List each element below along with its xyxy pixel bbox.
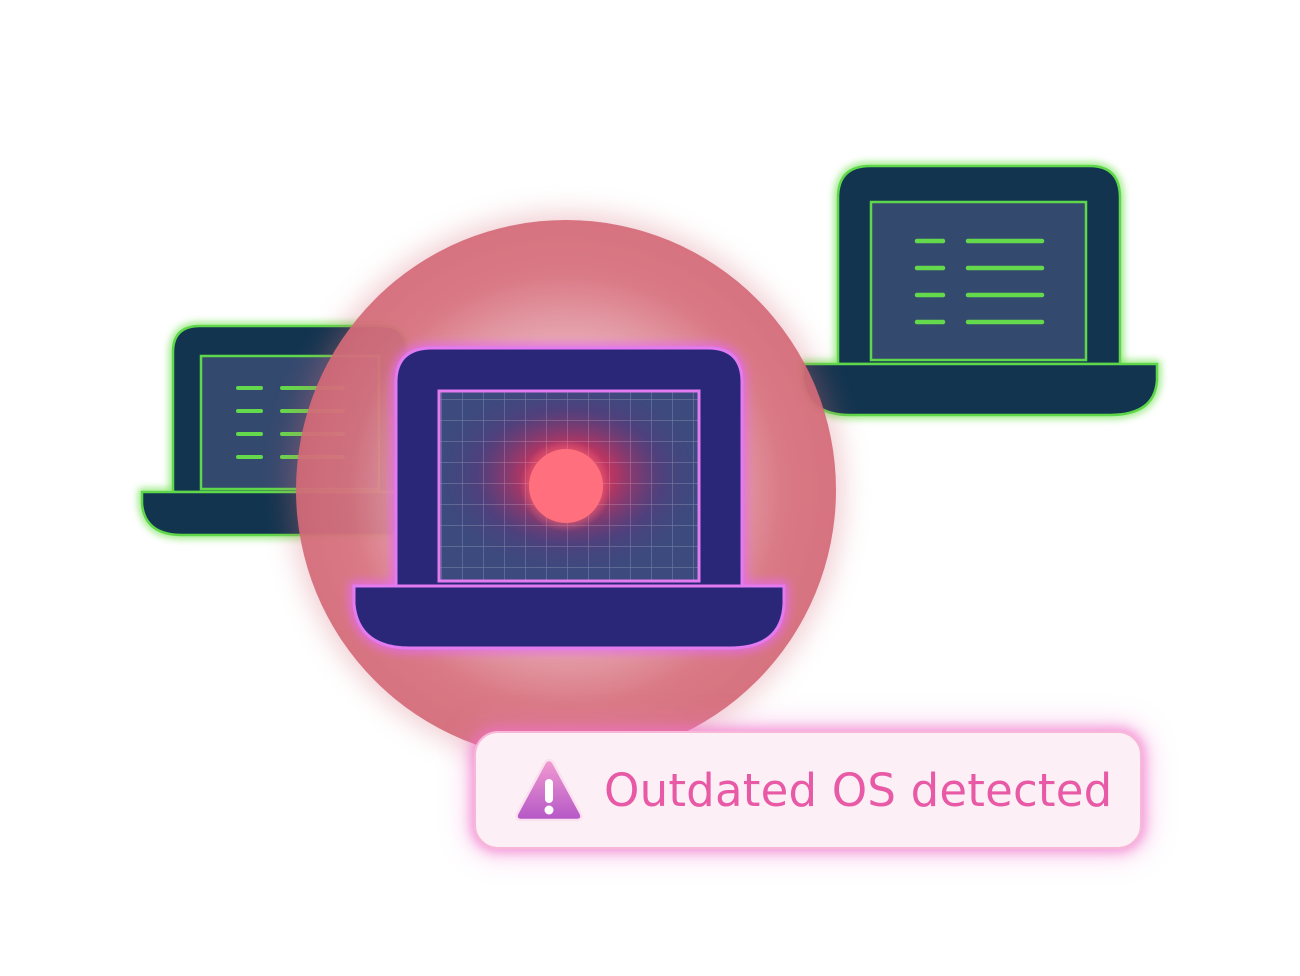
warning-triangle-icon	[515, 758, 583, 822]
alert-message: Outdated OS detected	[604, 763, 1113, 817]
laptop-right	[800, 163, 1160, 418]
alert-banner[interactable]: Outdated OS detected	[474, 731, 1142, 849]
screen-text-lines	[914, 238, 1045, 325]
laptop-screen	[437, 389, 701, 583]
laptop-center	[350, 344, 788, 734]
laptop-base	[352, 584, 786, 650]
laptop-base	[801, 362, 1159, 417]
laptop-screen	[869, 200, 1088, 362]
